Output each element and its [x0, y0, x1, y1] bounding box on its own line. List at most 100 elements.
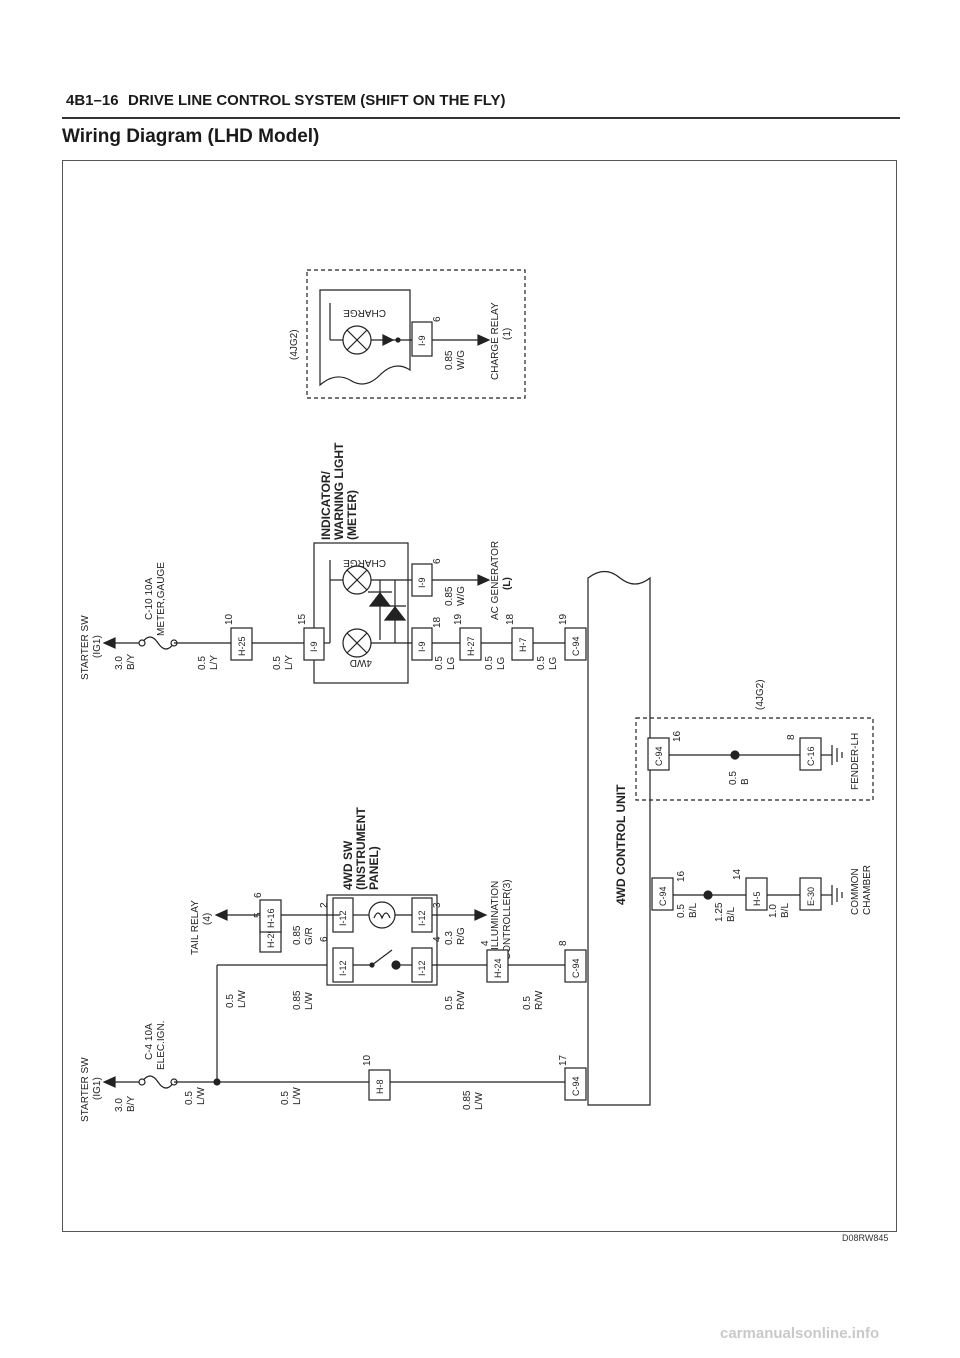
drawing-id: D08RW845	[842, 1233, 889, 1243]
conn-c94-19-pin: 19	[558, 613, 569, 625]
conn-h16	[259, 899, 282, 933]
conn-h16-pin: 6	[253, 892, 264, 898]
w5-color: L/W	[304, 992, 315, 1010]
conn-h25-10-pin: 10	[224, 613, 235, 625]
splice-ground	[703, 890, 713, 900]
illum-l2: CONTROLLER(3)	[502, 879, 513, 960]
variant-4jg2-b: (4JG2)	[755, 679, 766, 710]
conn-i9-18	[411, 627, 433, 661]
conn-h5-id: H-5	[752, 891, 762, 906]
w7-color: R/W	[456, 990, 467, 1010]
sw4wd-l1: 4WD SW	[341, 840, 355, 890]
w8-color: R/W	[534, 990, 545, 1010]
w12-color: B/L	[780, 903, 791, 918]
ac-gen-l2: (L)	[502, 577, 513, 590]
control-unit-box: 4WD CONTROL UNIT	[587, 570, 651, 1106]
conn-c94-16a-id: C-94	[658, 886, 668, 906]
conn-h25-5-id: H-25	[266, 928, 276, 948]
w17-color: LG	[496, 656, 507, 670]
variant-box-4jg2-charge	[306, 269, 526, 399]
conn-i9-6b	[411, 321, 433, 357]
conn-i12-4-pin: 4	[432, 936, 443, 942]
w13-size: 0.5	[728, 771, 739, 785]
conn-c94-19	[564, 627, 587, 661]
conn-h25-10-id: H-25	[237, 636, 247, 656]
conn-i9-15	[303, 627, 325, 661]
conn-c94-16a-pin: 16	[676, 870, 687, 882]
conn-c94-17-pin: 17	[558, 1054, 569, 1066]
conn-c94-16b	[647, 737, 670, 771]
conn-c94-8-pin: 8	[558, 940, 569, 946]
fuse-right-id: C-10 10A	[144, 577, 155, 620]
conn-h27-pin: 19	[453, 613, 464, 625]
tail-relay-ref: (4)	[202, 913, 213, 925]
lamp-charge-label: CHARGE	[343, 557, 386, 568]
conn-h8-id: H-8	[375, 1079, 385, 1094]
sw4wd-l2: (INSTRUMENT	[354, 807, 368, 890]
arrow-left	[102, 1076, 116, 1088]
starter-right-sub: (IG1)	[92, 635, 103, 658]
conn-c94-16a	[651, 877, 674, 911]
lamp-4wd-label: 4WD	[350, 657, 372, 668]
conn-c94-16b-id: C-94	[654, 746, 664, 766]
starter-sw-left: STARTER SW (IG1) 3.0 B/Y C-4 10A ELEC.IG…	[80, 1021, 580, 1122]
meter-l3: (METER)	[345, 490, 359, 540]
tail-relay-name: TAIL RELAY	[190, 900, 201, 955]
conn-h25-10	[230, 627, 253, 661]
starter-left-sub: (IG1)	[92, 1077, 103, 1100]
w18-color: LG	[548, 656, 559, 670]
w5-size: 0.85	[292, 990, 303, 1010]
conn-c94-19-id: C-94	[571, 636, 581, 656]
w1-color: L/W	[196, 1087, 207, 1105]
conn-i9-6-pin: 6	[432, 558, 443, 564]
section-code: 4B1–16	[66, 92, 119, 109]
w19-size: 0.85	[444, 586, 455, 606]
conn-h24-id: H-24	[493, 958, 503, 978]
starter-right-size: 3.0	[114, 656, 125, 670]
illum-l1: ILLUMINATION	[490, 881, 501, 950]
w3-color: L/W	[474, 1092, 485, 1110]
lamp-charge-b-label: CHARGE	[343, 307, 386, 318]
w19-color: W/G	[456, 586, 467, 606]
variant-4jg2-a: (4JG2)	[289, 329, 300, 360]
conn-i9-15-id: I-9	[309, 641, 319, 652]
control-unit-label: 4WD CONTROL UNIT	[614, 784, 628, 905]
w14-color: L/Y	[209, 655, 220, 670]
arrow-tail-relay	[214, 909, 228, 921]
conn-c16-pin: 8	[786, 734, 797, 740]
illum-lamp-icon	[368, 901, 396, 929]
conn-c94-8-id: C-94	[571, 958, 581, 978]
sw4wd-l3: PANEL)	[367, 846, 381, 890]
conn-h24-pin: 4	[480, 940, 491, 946]
fuse-right-name: METER,GAUGE	[156, 562, 167, 636]
conn-i9-18-id: I-9	[417, 641, 427, 652]
w9-size: 0.3	[444, 931, 455, 945]
conn-i9-15-pin: 15	[297, 613, 308, 625]
ground-fender-label: FENDER-LH	[850, 733, 861, 790]
conn-h5	[745, 877, 768, 911]
conn-i12-6-pin: 6	[319, 936, 330, 942]
conn-i12-3-pin: 3	[432, 902, 443, 908]
arrow-right	[102, 637, 116, 649]
diode-3	[382, 334, 395, 346]
w20-size: 0.85	[444, 350, 455, 370]
arrow-charge-relay	[477, 334, 491, 346]
header-rule	[62, 117, 900, 119]
starter-left-name: STARTER SW	[80, 1057, 91, 1122]
w15-size: 0.5	[272, 656, 283, 670]
fuse-left-id: C-4 10A	[144, 1023, 155, 1060]
starter-left-color: B/Y	[126, 1096, 137, 1112]
starter-right-name: STARTER SW	[80, 615, 91, 680]
fuse-right	[141, 636, 175, 650]
ac-gen-l1: AC GENERATOR	[490, 541, 501, 620]
w8-size: 0.5	[522, 996, 533, 1010]
conn-e30-id: E-30	[806, 887, 816, 906]
w1-size: 0.5	[184, 1091, 195, 1105]
charge-relay-l2: (1)	[502, 328, 513, 340]
fuse-left	[141, 1075, 175, 1089]
page-title: Wiring Diagram (LHD Model)	[62, 126, 320, 147]
w13-color: B	[740, 778, 751, 785]
ground-common-l1: COMMON	[850, 868, 861, 915]
conn-e30	[799, 877, 822, 911]
meter-l2: WARNING LIGHT	[332, 442, 346, 540]
